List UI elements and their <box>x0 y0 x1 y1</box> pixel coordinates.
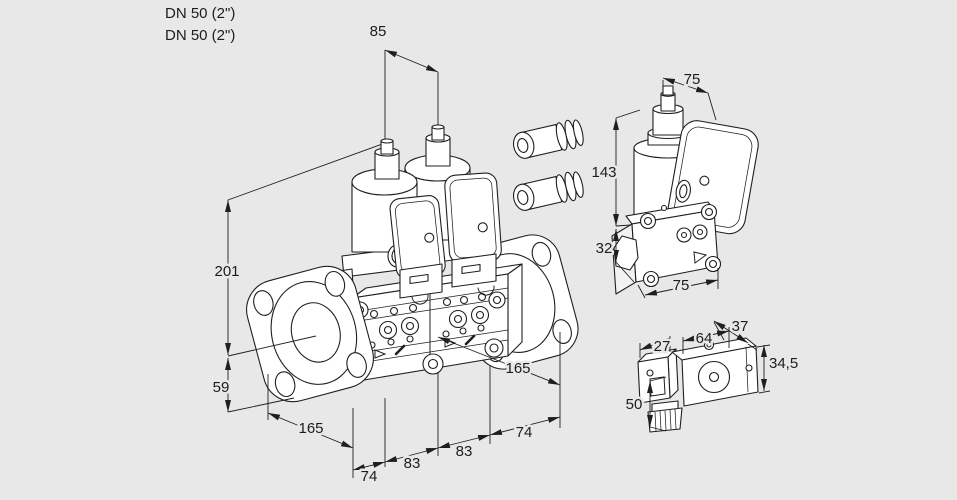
main-dimensions: 85 201 59 165 <box>210 21 561 488</box>
dim-75-bottom: 75 <box>637 268 719 299</box>
body-small-ports-top <box>369 292 487 319</box>
actuator-1-cap <box>374 138 400 180</box>
dim-59: 59 <box>210 358 295 413</box>
body-small-ports-bottom <box>368 324 485 349</box>
actuator-1 <box>351 138 446 279</box>
dim-label-flange-size-left: 165 <box>298 420 323 437</box>
dim-165-right: 165 <box>437 336 561 386</box>
coil-2 <box>444 172 502 264</box>
dim-label-body-depth: 37 <box>732 318 749 335</box>
cable-gland-2 <box>512 171 584 211</box>
dim-bottom-chain: 74 83 83 74 <box>352 332 561 488</box>
detail-coil-body <box>671 337 759 407</box>
left-flange <box>246 265 374 403</box>
main-view: 85 201 59 165 <box>210 21 579 488</box>
dim-label-end-width-left: 74 <box>361 468 378 485</box>
dim-label-actuator-spacing: 85 <box>370 23 387 40</box>
hex-plug <box>613 235 639 271</box>
dim-37: 37 <box>713 316 758 351</box>
dim-label-module-width-right: 83 <box>456 443 473 460</box>
side-valve-body <box>611 201 722 295</box>
dim-label-body-height: 34,5 <box>769 355 798 372</box>
dim-label-side-body-height: 32 <box>596 240 613 257</box>
connector-boxes <box>399 253 497 305</box>
actuator-2 <box>404 124 502 264</box>
dim-label-end-width-right: 74 <box>516 424 533 441</box>
dim-label-body-length: 64 <box>696 330 713 347</box>
detail-connector-cube <box>637 348 679 404</box>
dim-label-side-body-width: 75 <box>673 277 690 294</box>
flange-connection-label-1: DN 50 (2") <box>165 5 235 22</box>
dim-label-module-width-left: 83 <box>404 455 421 472</box>
detail-dimensions: 27 64 37 34,5 <box>623 316 801 432</box>
dim-64: 64 <box>682 327 730 354</box>
dim-143: 143 <box>589 109 641 227</box>
cable-gland-1 <box>512 119 584 159</box>
detail-knurled-nut <box>647 400 683 433</box>
dim-165-left: 165 <box>267 374 354 449</box>
dim-34-5: 34,5 <box>756 344 801 394</box>
flange-connection-label-2: DN 50 (2") <box>165 27 235 44</box>
dim-label-flange-size-right: 165 <box>505 360 530 377</box>
side-valve-actuator <box>633 85 759 235</box>
dim-label-overall-height-detail: 50 <box>626 396 643 413</box>
dim-label-center-height: 59 <box>213 379 230 396</box>
dim-85: 85 <box>367 21 439 73</box>
dim-label-side-height: 143 <box>591 164 616 181</box>
dim-label-overall-height: 201 <box>214 263 239 280</box>
dim-label-side-top-width: 75 <box>684 71 701 88</box>
dim-75-top: 75 <box>662 69 717 121</box>
side-view: 75 143 32 75 <box>589 69 759 299</box>
body-large-ports <box>378 305 490 340</box>
dim-32: 32 <box>593 229 635 283</box>
detail-view: 27 64 37 34,5 <box>623 316 801 433</box>
side-dimensions: 75 143 32 75 <box>589 69 719 299</box>
dim-201: 201 <box>212 200 317 357</box>
dim-label-connector-width: 27 <box>654 338 671 355</box>
dim-27: 27 <box>639 336 673 358</box>
dim-50: 50 <box>623 376 667 432</box>
actuator-2-cap <box>425 124 451 167</box>
